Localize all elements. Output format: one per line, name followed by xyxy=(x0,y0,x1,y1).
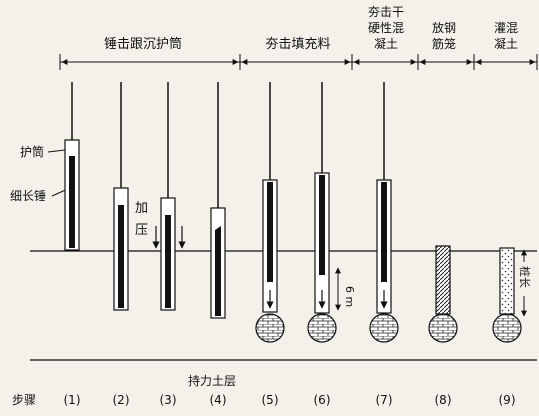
step-6-figure xyxy=(307,82,341,343)
pile-length-label: 桩长 xyxy=(518,266,532,288)
step-3-figure xyxy=(152,82,186,311)
step-number-8: (8) xyxy=(435,393,452,407)
phase-label-3-line1: 夯击干 xyxy=(368,5,404,19)
step-number-1: (1) xyxy=(64,393,81,407)
phase-dimension-line xyxy=(59,54,538,70)
phase-label-5-line2: 凝土 xyxy=(494,36,518,51)
step-number-3: (3) xyxy=(160,393,177,407)
step-number-9: (9) xyxy=(499,393,516,407)
step-2-figure xyxy=(113,82,129,311)
phase-label-1: 锤击跟沉护筒 xyxy=(104,36,182,52)
step-1-figure xyxy=(64,82,80,251)
phase-label-3-line2: 硬性混 xyxy=(368,21,404,35)
step-number-5: (5) xyxy=(262,393,279,407)
step-number-6: (6) xyxy=(314,393,331,407)
pressure-label-char2: 压 xyxy=(135,223,148,238)
casing-label: 护筒 xyxy=(20,144,44,159)
hammer-label: 细长锤 xyxy=(10,188,46,203)
phase-label-4-line1: 放钢 xyxy=(432,20,456,35)
phase-label-4-line2: 筋笼 xyxy=(432,36,456,51)
pressure-label-char1: 加 xyxy=(135,201,148,216)
steps-label: 步骤 xyxy=(12,393,36,407)
phase-label-3-line3: 凝土 xyxy=(374,36,398,51)
phase-label-5-line1: 灌混 xyxy=(494,21,518,35)
step-7-figure xyxy=(369,82,399,343)
step-number-7: (7) xyxy=(376,393,393,407)
depth-label: 6 m xyxy=(343,286,356,307)
step-number-2: (2) xyxy=(113,393,130,407)
step-4-figure xyxy=(210,82,226,319)
bearing-layer-label: 持力土层 xyxy=(188,373,236,388)
step-9-figure xyxy=(492,247,527,343)
casing-leader xyxy=(47,149,66,153)
step-8-figure xyxy=(428,245,458,343)
step-5-figure xyxy=(255,82,285,343)
step-number-4: (4) xyxy=(210,393,227,407)
phase-label-2: 夯击填充料 xyxy=(265,36,330,52)
